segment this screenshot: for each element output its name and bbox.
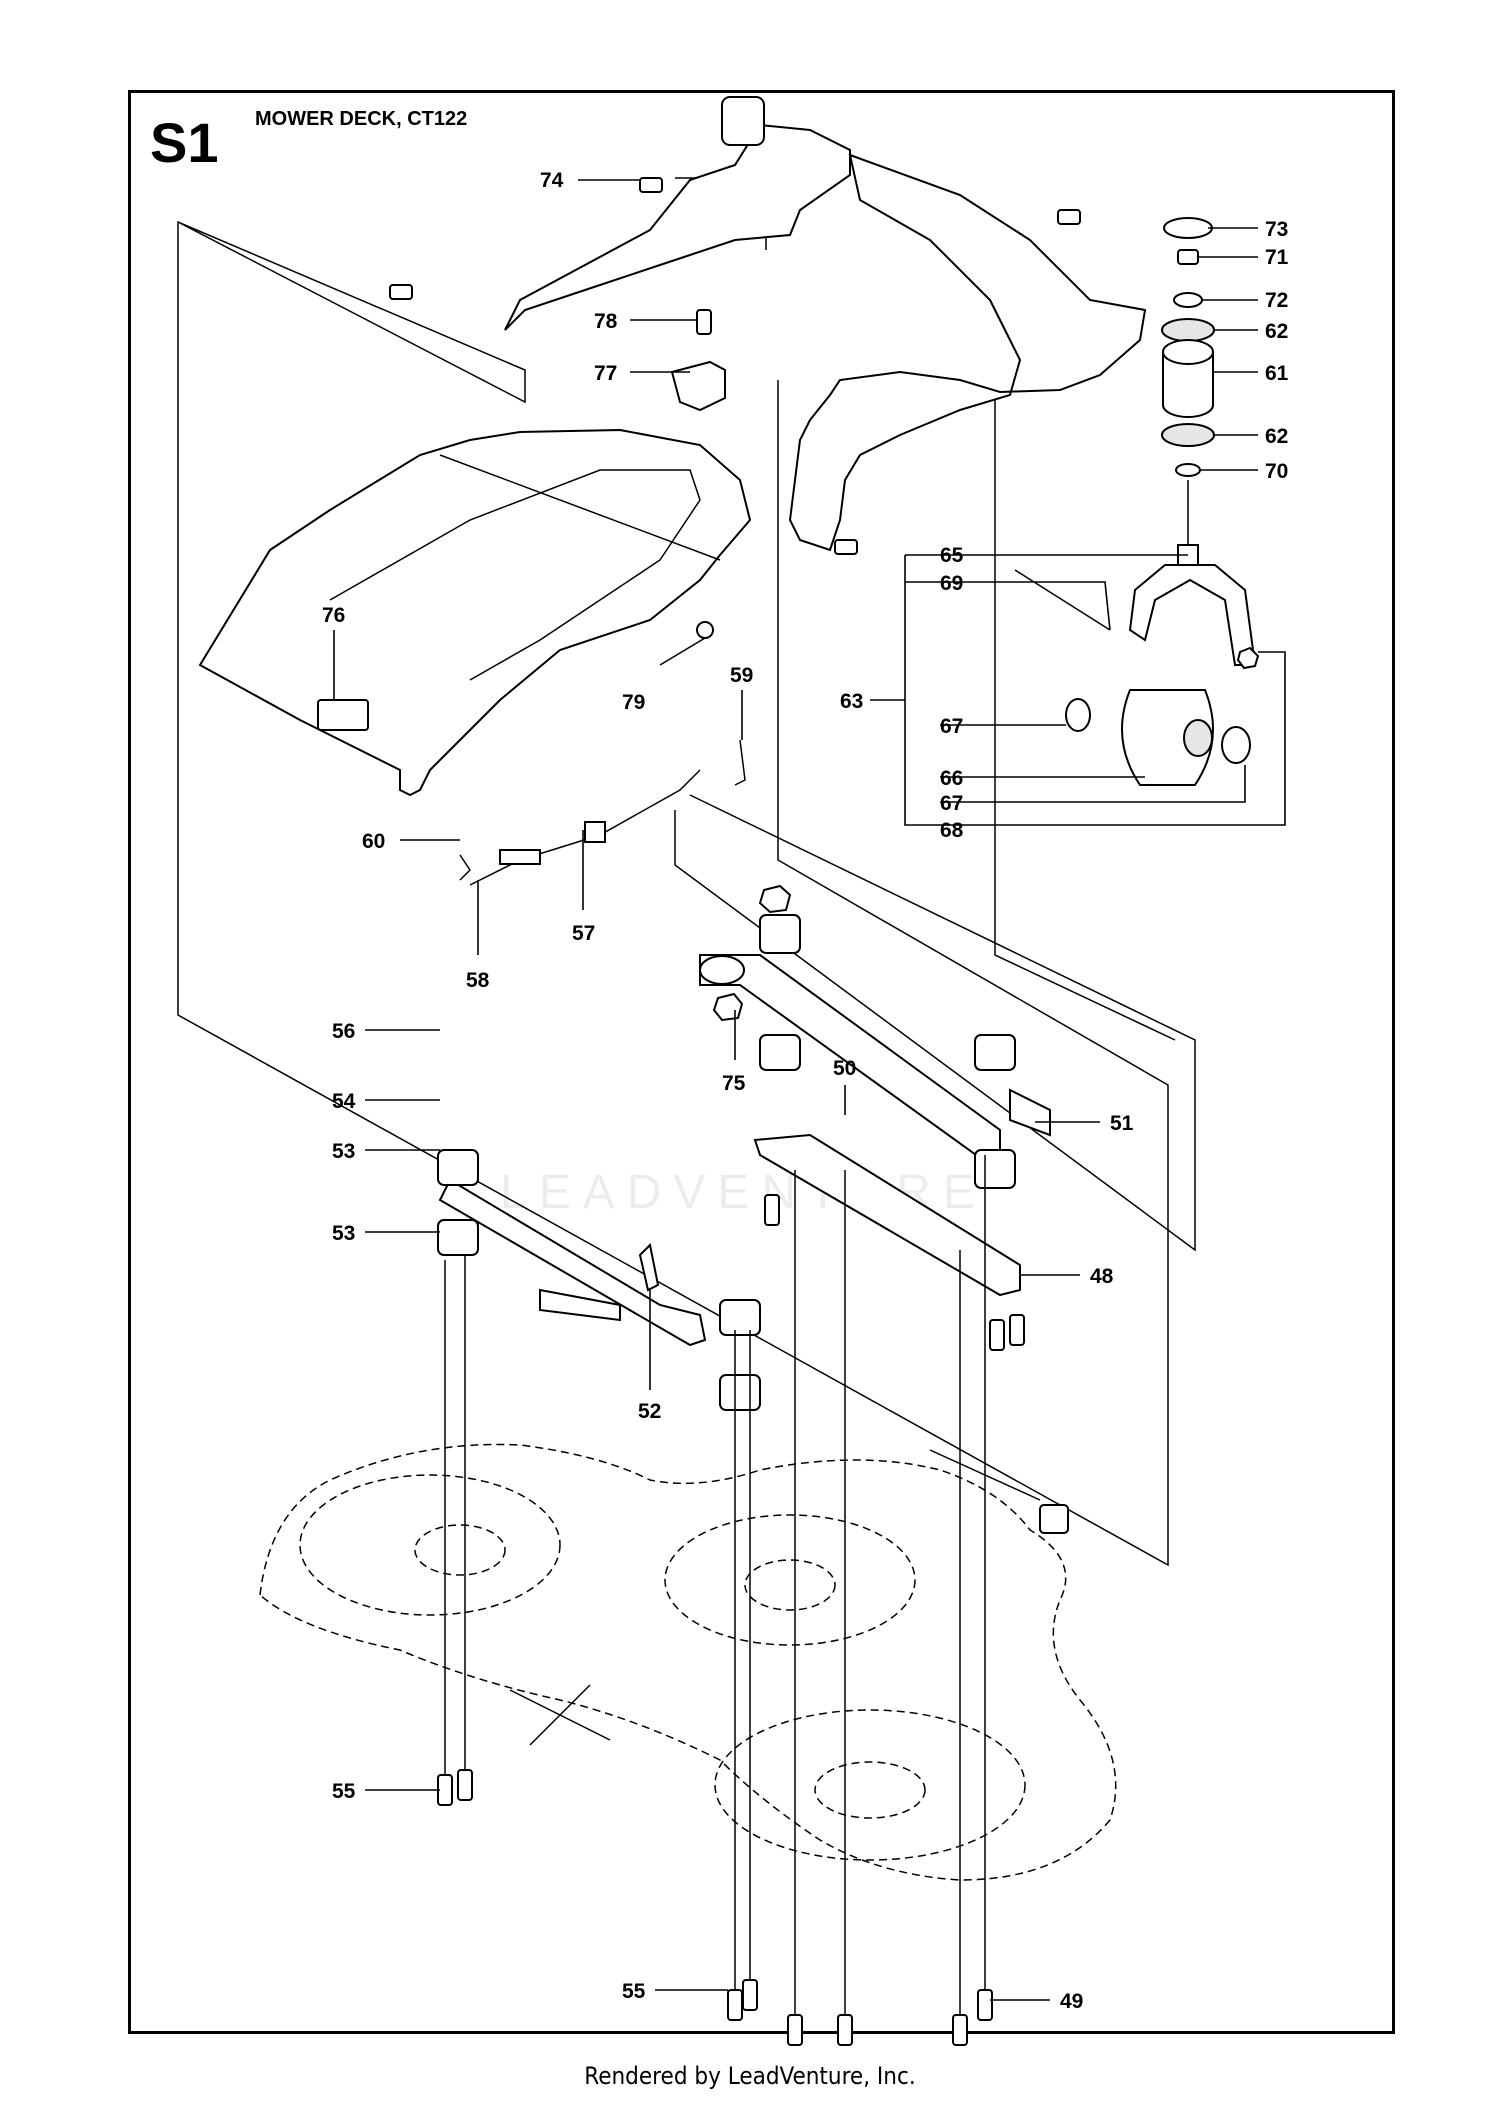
section-code: S1 — [150, 111, 219, 174]
callout-77: 77 — [594, 362, 617, 385]
bolt-drop-lines — [437, 1155, 1025, 2046]
caster-wheel-assembly — [1014, 217, 1260, 786]
washer-72 — [1173, 292, 1203, 308]
callout-leaders — [333, 179, 1286, 2001]
callout-labels: 74 73 71 72 62 61 62 70 78 77 76 79 59 6… — [322, 169, 1289, 2013]
callout-50: 50 — [833, 1057, 856, 1080]
sleeve-61 — [1162, 351, 1214, 418]
callout-74: 74 — [540, 169, 564, 192]
callout-55: 55 — [332, 1780, 356, 1803]
callout-62: 62 — [1265, 320, 1288, 343]
spacer-67b — [1221, 726, 1251, 764]
washer-70 — [1175, 463, 1201, 477]
callout-79: 79 — [622, 691, 645, 714]
callout-70: 70 — [1265, 460, 1288, 483]
callout-73: 73 — [1265, 218, 1288, 241]
callout-66: 66 — [940, 767, 963, 790]
callout-53: 53 — [332, 1140, 355, 1163]
axle-69 — [1014, 569, 1111, 631]
callout-60: 60 — [362, 830, 385, 853]
front-hanger-assembly — [699, 884, 1051, 1189]
callout-69: 69 — [940, 572, 963, 595]
callout-55: 55 — [622, 1980, 646, 2003]
nut-68 — [1236, 646, 1260, 670]
footer-credit: Rendered by LeadVenture, Inc. — [584, 2062, 916, 2090]
callout-48: 48 — [1090, 1265, 1114, 1288]
bolts-top — [389, 177, 1081, 555]
wheel-66 — [1121, 689, 1214, 786]
spacer-67a — [1065, 698, 1091, 732]
callout-58: 58 — [466, 969, 490, 992]
bolt-71 — [1177, 249, 1199, 265]
callout-51: 51 — [1110, 1112, 1134, 1135]
callout-57: 57 — [572, 922, 595, 945]
callout-65: 65 — [940, 544, 964, 567]
callout-72: 72 — [1265, 289, 1288, 312]
callout-61: 61 — [1265, 362, 1289, 385]
callout-78: 78 — [594, 310, 618, 333]
callout-71: 71 — [1265, 246, 1289, 269]
callout-68: 68 — [940, 819, 964, 842]
callout-54: 54 — [332, 1090, 356, 1113]
mower-deck — [259, 1443, 1117, 1881]
callout-67: 67 — [940, 792, 963, 815]
callout-52: 52 — [638, 1400, 661, 1423]
diagram-frame — [128, 90, 1395, 2034]
callout-56: 56 — [332, 1020, 355, 1043]
cap-73 — [1163, 217, 1213, 239]
fork — [1128, 564, 1257, 666]
bracket-77 — [670, 360, 726, 412]
callout-75: 75 — [722, 1072, 746, 1095]
lift-frame-arms — [504, 96, 1147, 552]
callout-49: 49 — [1060, 1990, 1083, 2013]
callout-62: 62 — [1265, 425, 1288, 448]
callout-67: 67 — [940, 715, 963, 738]
pivot-tube — [721, 96, 765, 146]
bearing-62-upper — [1161, 318, 1215, 342]
callout-76: 76 — [322, 604, 345, 627]
callout-53: 53 — [332, 1222, 355, 1245]
rear-hanger-bar — [437, 1149, 761, 1411]
bracket-48 — [753, 1133, 1021, 1297]
cable-assembly — [459, 739, 746, 886]
callout-59: 59 — [730, 664, 753, 687]
callout-63: 63 — [840, 690, 863, 713]
deck-hanger-frame — [198, 428, 752, 797]
bearing-62-lower — [1161, 423, 1215, 447]
diagram-title: MOWER DECK, CT122 — [255, 108, 468, 130]
